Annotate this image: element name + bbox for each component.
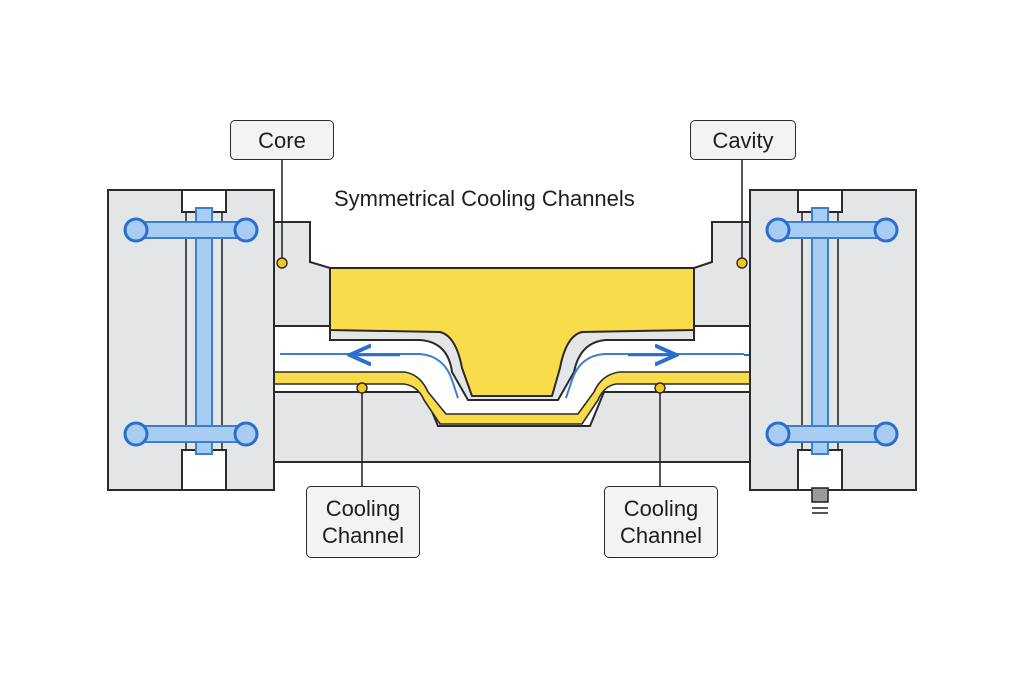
core-marker (276, 257, 288, 269)
flow-path-right (565, 353, 744, 399)
molded-part-upper (329, 267, 695, 397)
left-mold-plate (107, 189, 275, 491)
cooling-channel-left-label: Cooling Channel (306, 486, 420, 558)
flow-path-left (280, 353, 459, 399)
diagram-title: Symmetrical Cooling Channels (334, 186, 635, 211)
cooling-right-marker (654, 382, 666, 394)
cooling-channel-right-label: Cooling Channel (604, 486, 718, 558)
cooling-left-marker (356, 382, 368, 394)
core-label: Core (230, 120, 334, 160)
right-mold-plate (749, 189, 917, 514)
cavity-marker (736, 257, 748, 269)
cavity-label: Cavity (690, 120, 796, 160)
